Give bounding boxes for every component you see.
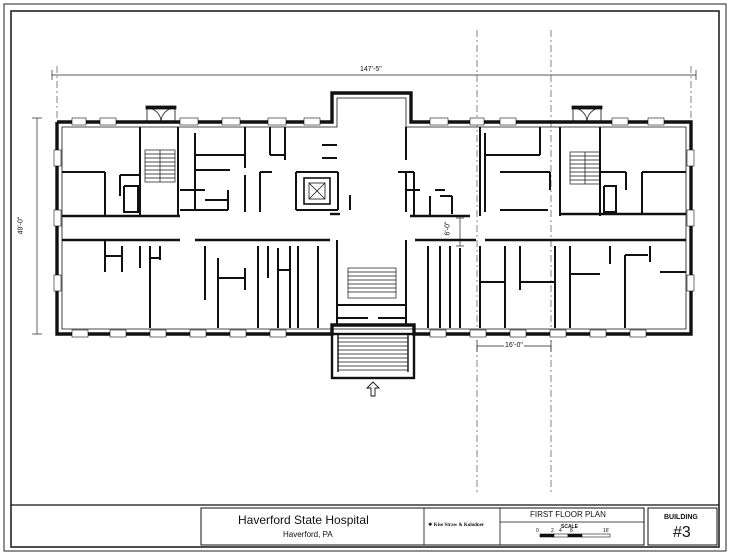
overall-width-dimension: 147'-5" [360,66,382,73]
front-entry-steps [330,332,416,380]
scale-tick-2: 2 [551,528,554,534]
elevator-shaft [303,177,331,205]
scale-tick-0: 0 [536,528,539,534]
project-name: Haverford State Hospital [238,513,369,527]
building-label: BUILDING [664,514,698,521]
overall-depth-dimension-line [32,117,42,335]
central-stair [347,267,397,299]
corridor-dimension: 6'-0" [444,221,452,236]
grid-lines [56,30,692,495]
project-location: Haverford, PA [283,530,333,539]
sheet-inner-border [10,10,720,548]
corridor-dimension-line [456,217,464,247]
window-marks [53,117,695,338]
building-number: #3 [673,524,691,541]
scale-tick-16: 16' [603,528,610,534]
scale-tick-8: 8 [570,528,573,534]
corridor-walls [62,212,686,242]
graphic-scale-bar [539,533,611,538]
interior-partitions [62,127,686,328]
overall-width-dimension-line [51,70,697,80]
east-stair [569,151,601,185]
overall-depth-dimension: 49'-0" [17,216,25,235]
scale-label: SCALE [561,524,578,530]
firm-name: ❖ Kise Straw & Kolodner [428,523,485,528]
title-block [11,504,719,546]
bay-width-dimension: 16'-0" [504,342,524,349]
entrance-door-swings [145,105,603,123]
west-stair [144,149,176,183]
entry-arrow-icon [365,381,381,397]
sheet-title: FIRST FLOOR PLAN [530,510,606,519]
scale-tick-4: 4 [559,528,562,534]
sheet-outer-border [3,3,727,552]
